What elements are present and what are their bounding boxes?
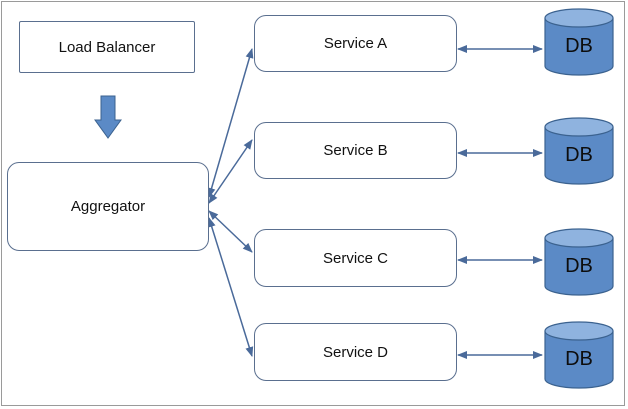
database-icon bbox=[544, 8, 614, 76]
service-d-label: Service D bbox=[322, 343, 389, 361]
db-b-label: DB bbox=[565, 144, 593, 166]
service-c-box: Service C bbox=[254, 229, 457, 287]
connector-aggregator-service-d bbox=[207, 217, 254, 357]
service-a-label: Service A bbox=[323, 35, 388, 52]
connector-aggregator-service-c bbox=[208, 210, 253, 253]
db-a-label: DB bbox=[565, 35, 593, 57]
load-balancer-label: Load Balancer bbox=[58, 38, 156, 56]
connector-aggregator-service-a bbox=[207, 48, 254, 198]
load-balancer-box: Load Balancer bbox=[19, 21, 195, 73]
database-icon bbox=[544, 117, 614, 185]
service-d-box: Service D bbox=[254, 323, 457, 381]
database-icon bbox=[544, 321, 614, 389]
service-b-box: Service B bbox=[254, 122, 457, 179]
connector-aggregator-service-b bbox=[208, 139, 253, 204]
db-d-label: DB bbox=[565, 348, 593, 370]
db-c-label: DB bbox=[565, 255, 593, 277]
service-c-label: Service C bbox=[322, 249, 389, 267]
service-a-box: Service A bbox=[254, 15, 457, 72]
aggregator-label: Aggregator bbox=[70, 198, 146, 215]
down-arrow-icon bbox=[94, 95, 122, 139]
service-b-label: Service B bbox=[323, 142, 388, 159]
aggregator-box: Aggregator bbox=[7, 162, 209, 251]
database-icon bbox=[544, 228, 614, 296]
